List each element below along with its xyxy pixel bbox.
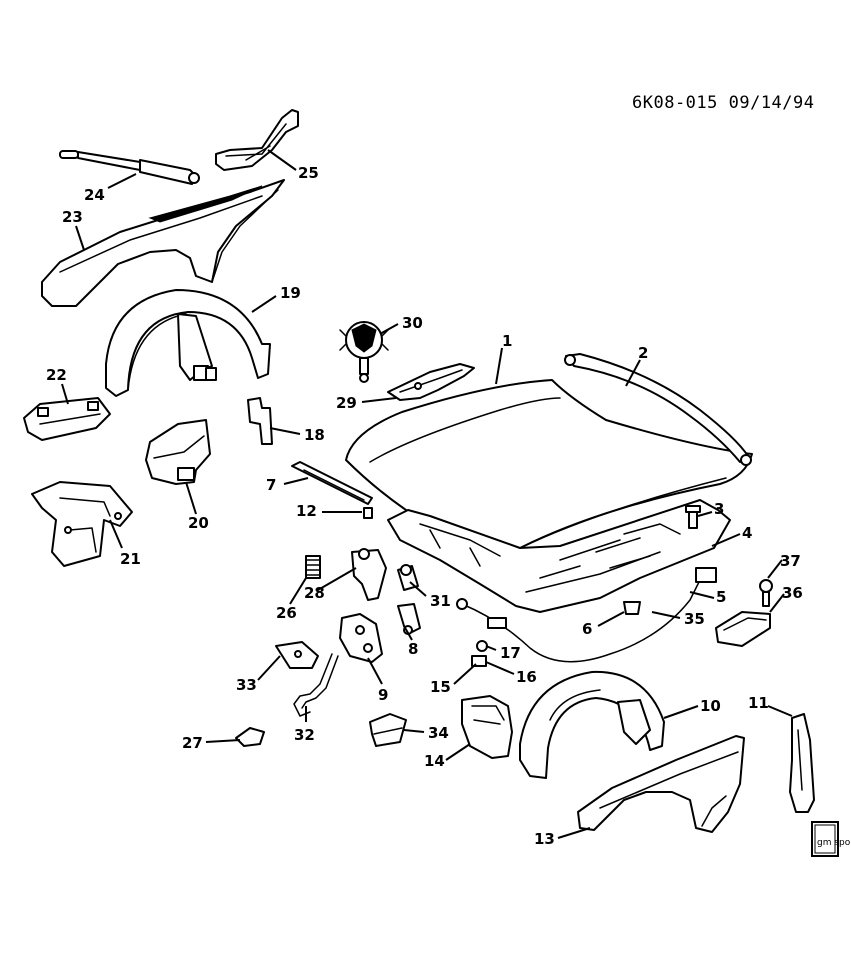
part-17-nut — [476, 640, 488, 652]
callout-32: 32 — [294, 726, 315, 744]
callout-6: 6 — [582, 620, 592, 638]
callout-20: 20 — [188, 514, 209, 532]
part-21-brace — [31, 481, 133, 567]
callout-23: 23 — [62, 208, 83, 226]
part-30-emblem — [339, 321, 389, 383]
callout-37: 37 — [780, 552, 801, 570]
callout-15: 15 — [430, 678, 451, 696]
part-7-seal-strip — [291, 461, 373, 505]
leader-lines — [61, 149, 793, 839]
callout-11: 11 — [748, 694, 769, 712]
callout-17: 17 — [500, 644, 521, 662]
part-5-release-cable — [456, 567, 717, 663]
part-20-housing — [145, 419, 211, 485]
callout-22: 22 — [46, 366, 67, 384]
part-28-hinge-bracket — [351, 548, 387, 601]
callout-36: 36 — [782, 584, 803, 602]
callout-28: 28 — [304, 584, 325, 602]
callout-25: 25 — [298, 164, 319, 182]
part-8-latch — [397, 603, 421, 635]
part-34-bracket — [369, 713, 407, 747]
reference-code: 6K08-015 09/14/94 — [632, 93, 815, 113]
callout-9: 9 — [378, 686, 388, 704]
part-29-latch-support — [387, 363, 475, 401]
callout-8: 8 — [408, 640, 418, 658]
callout-29: 29 — [336, 394, 357, 412]
gm-spo-logo: gm spo — [811, 821, 851, 857]
callout-13: 13 — [534, 830, 555, 848]
part-15-clip — [471, 655, 487, 667]
part-3-bolt — [685, 505, 701, 529]
callout-16: 16 — [516, 668, 537, 686]
callout-26: 26 — [276, 604, 297, 622]
callout-31: 31 — [430, 592, 451, 610]
callout-5: 5 — [716, 588, 726, 606]
callout-21: 21 — [120, 550, 141, 568]
callout-1: 1 — [502, 332, 512, 350]
callout-numbers: 1 2 3 4 5 6 7 8 9 10 11 12 13 14 15 16 1… — [46, 164, 803, 848]
part-27-clip — [235, 727, 265, 747]
callout-10: 10 — [700, 697, 721, 715]
part-26-spring — [305, 555, 321, 579]
callout-19: 19 — [280, 284, 301, 302]
callout-3: 3 — [714, 500, 724, 518]
callout-24: 24 — [84, 186, 105, 204]
callout-34: 34 — [428, 724, 449, 742]
part-9-latch-assembly — [339, 613, 383, 663]
callout-14: 14 — [424, 752, 445, 770]
callout-27: 27 — [182, 734, 203, 752]
part-36-release-handle — [715, 611, 771, 647]
part-25-hood-hinge — [215, 109, 299, 171]
part-33-bracket — [275, 641, 319, 669]
part-12-bumper — [363, 507, 373, 519]
callout-35: 35 — [684, 610, 705, 628]
callout-4: 4 — [742, 524, 752, 542]
part-4-hood-inner-panel — [387, 499, 731, 613]
part-24-hood-strut — [59, 150, 200, 185]
callout-33: 33 — [236, 676, 257, 694]
part-23-front-fender — [41, 179, 285, 307]
part-32-hose — [293, 653, 339, 717]
callout-30: 30 — [402, 314, 423, 332]
callout-7: 7 — [266, 476, 276, 494]
callout-12: 12 — [296, 502, 317, 520]
part-13-rear-fender — [577, 735, 745, 833]
callout-2: 2 — [638, 344, 648, 362]
part-37-screw — [759, 579, 773, 607]
callout-18: 18 — [304, 426, 325, 444]
logo-text: gm spo — [817, 838, 851, 848]
part-6-bumper-stop — [623, 601, 641, 615]
part-2-weatherstrip — [564, 353, 752, 466]
part-22-bracket — [23, 397, 111, 441]
part-18-bracket — [247, 397, 273, 445]
part-19-wheelhouse-liner — [105, 289, 271, 397]
part-11-trim-panel — [789, 713, 815, 813]
part-14-splash-shield — [461, 695, 513, 759]
part-10-wheelhouse-liner — [519, 670, 665, 779]
